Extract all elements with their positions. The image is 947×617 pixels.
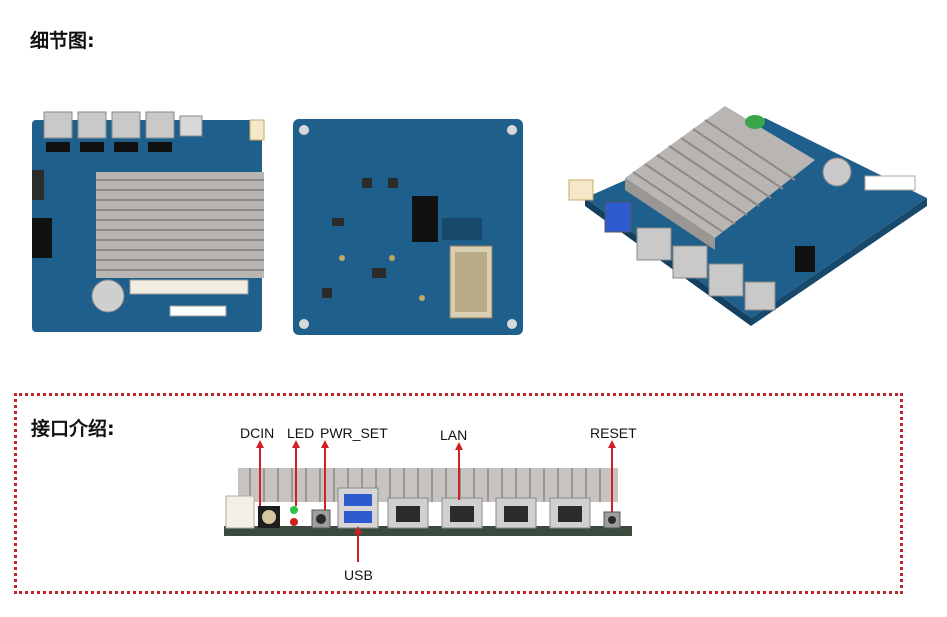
board-top-view-photo [30, 110, 265, 335]
board-bottom-view-photo [292, 118, 524, 336]
board-angled-view-photo [565, 98, 935, 330]
dcin-label: DCIN [240, 425, 275, 441]
lan-label: LAN [440, 427, 468, 443]
reset-label: RESET [590, 425, 637, 441]
interface-section-title: 接口介绍: [31, 418, 115, 440]
interface-section-frame [14, 393, 903, 594]
detail-section-title: 细节图: [30, 30, 95, 52]
led-label: LED [287, 425, 315, 441]
pwr-set-label: PWR_SET [320, 425, 388, 441]
io-panel-photo [220, 440, 640, 564]
usb-label: USB [344, 567, 373, 583]
